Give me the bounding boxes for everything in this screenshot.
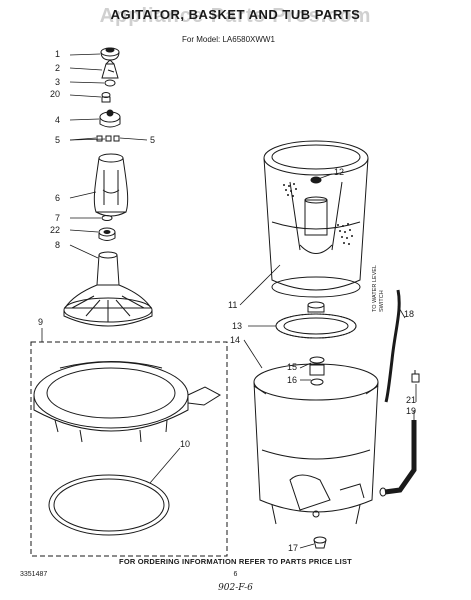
handwritten-note: 902-F-6 xyxy=(218,583,253,593)
callout-8: 8 xyxy=(55,240,61,250)
page-number: 6 xyxy=(233,571,238,578)
part-3-ring xyxy=(104,79,116,87)
part-19-tube-end xyxy=(379,487,387,497)
callout-16: 16 xyxy=(287,375,298,385)
callout-5-right: 5 xyxy=(150,135,156,145)
callout-7: 7 xyxy=(55,213,61,223)
part-17-fitting xyxy=(313,536,327,549)
callout-11: 11 xyxy=(228,300,238,310)
callout-3: 3 xyxy=(55,77,61,87)
callout-6: 6 xyxy=(55,193,61,203)
part-15-16-seal xyxy=(309,356,325,386)
callout-9: 9 xyxy=(38,317,44,327)
part-19-tube xyxy=(384,420,417,495)
callout-19: 19 xyxy=(406,406,417,416)
callout-1: 1 xyxy=(55,49,61,59)
callout-2: 2 xyxy=(55,63,61,73)
callout-12: 12 xyxy=(334,167,345,177)
part-7-washer xyxy=(101,215,113,221)
callout-5-left: 5 xyxy=(55,135,61,145)
part-4-cam xyxy=(99,109,121,128)
part-10-gasket xyxy=(48,474,170,536)
model-label: For Model: LA6580XWW1 xyxy=(182,35,275,44)
part-18-hose xyxy=(384,289,401,403)
callout-14: 14 xyxy=(230,335,241,345)
ordering-instruction: FOR ORDERING INFORMATION REFER TO PARTS … xyxy=(119,557,352,566)
part-11-hub xyxy=(307,301,325,313)
part-22-clutch xyxy=(98,227,116,241)
callout-20: 20 xyxy=(50,89,61,99)
part-1-agitator-cap xyxy=(100,47,120,61)
leader-lines xyxy=(41,53,417,549)
callout-4: 4 xyxy=(55,115,61,125)
part-21-nozzle xyxy=(411,370,420,383)
watermark: Appliance Parts Pros.com xyxy=(99,5,372,27)
part-6-agitator-barrel xyxy=(93,153,129,217)
callout-22: 22 xyxy=(50,225,61,235)
part-12-basket xyxy=(263,140,369,298)
callout-13: 13 xyxy=(232,321,243,331)
callout-10: 10 xyxy=(180,439,191,449)
callout-15: 15 xyxy=(287,362,298,372)
part-9-group-box xyxy=(30,341,228,557)
part-14-outer-tub xyxy=(253,363,379,525)
water-level-switch-label: TO WATER LEVEL SWITCH xyxy=(372,265,385,312)
part-2-cone xyxy=(101,59,119,79)
callout-17: 17 xyxy=(288,543,299,553)
part-5-dogs xyxy=(96,135,120,142)
callout-21: 21 xyxy=(406,395,417,405)
part-20-seal xyxy=(101,92,111,103)
document-code: 3351487 xyxy=(20,571,48,578)
part-8-agitator-base xyxy=(63,251,153,327)
callout-18: 18 xyxy=(404,309,415,319)
part-9-tub-ring xyxy=(33,361,221,443)
page-title: AGITATOR, BASKET AND TUB PARTS xyxy=(110,7,361,22)
part-13-tub-ring xyxy=(275,313,357,339)
